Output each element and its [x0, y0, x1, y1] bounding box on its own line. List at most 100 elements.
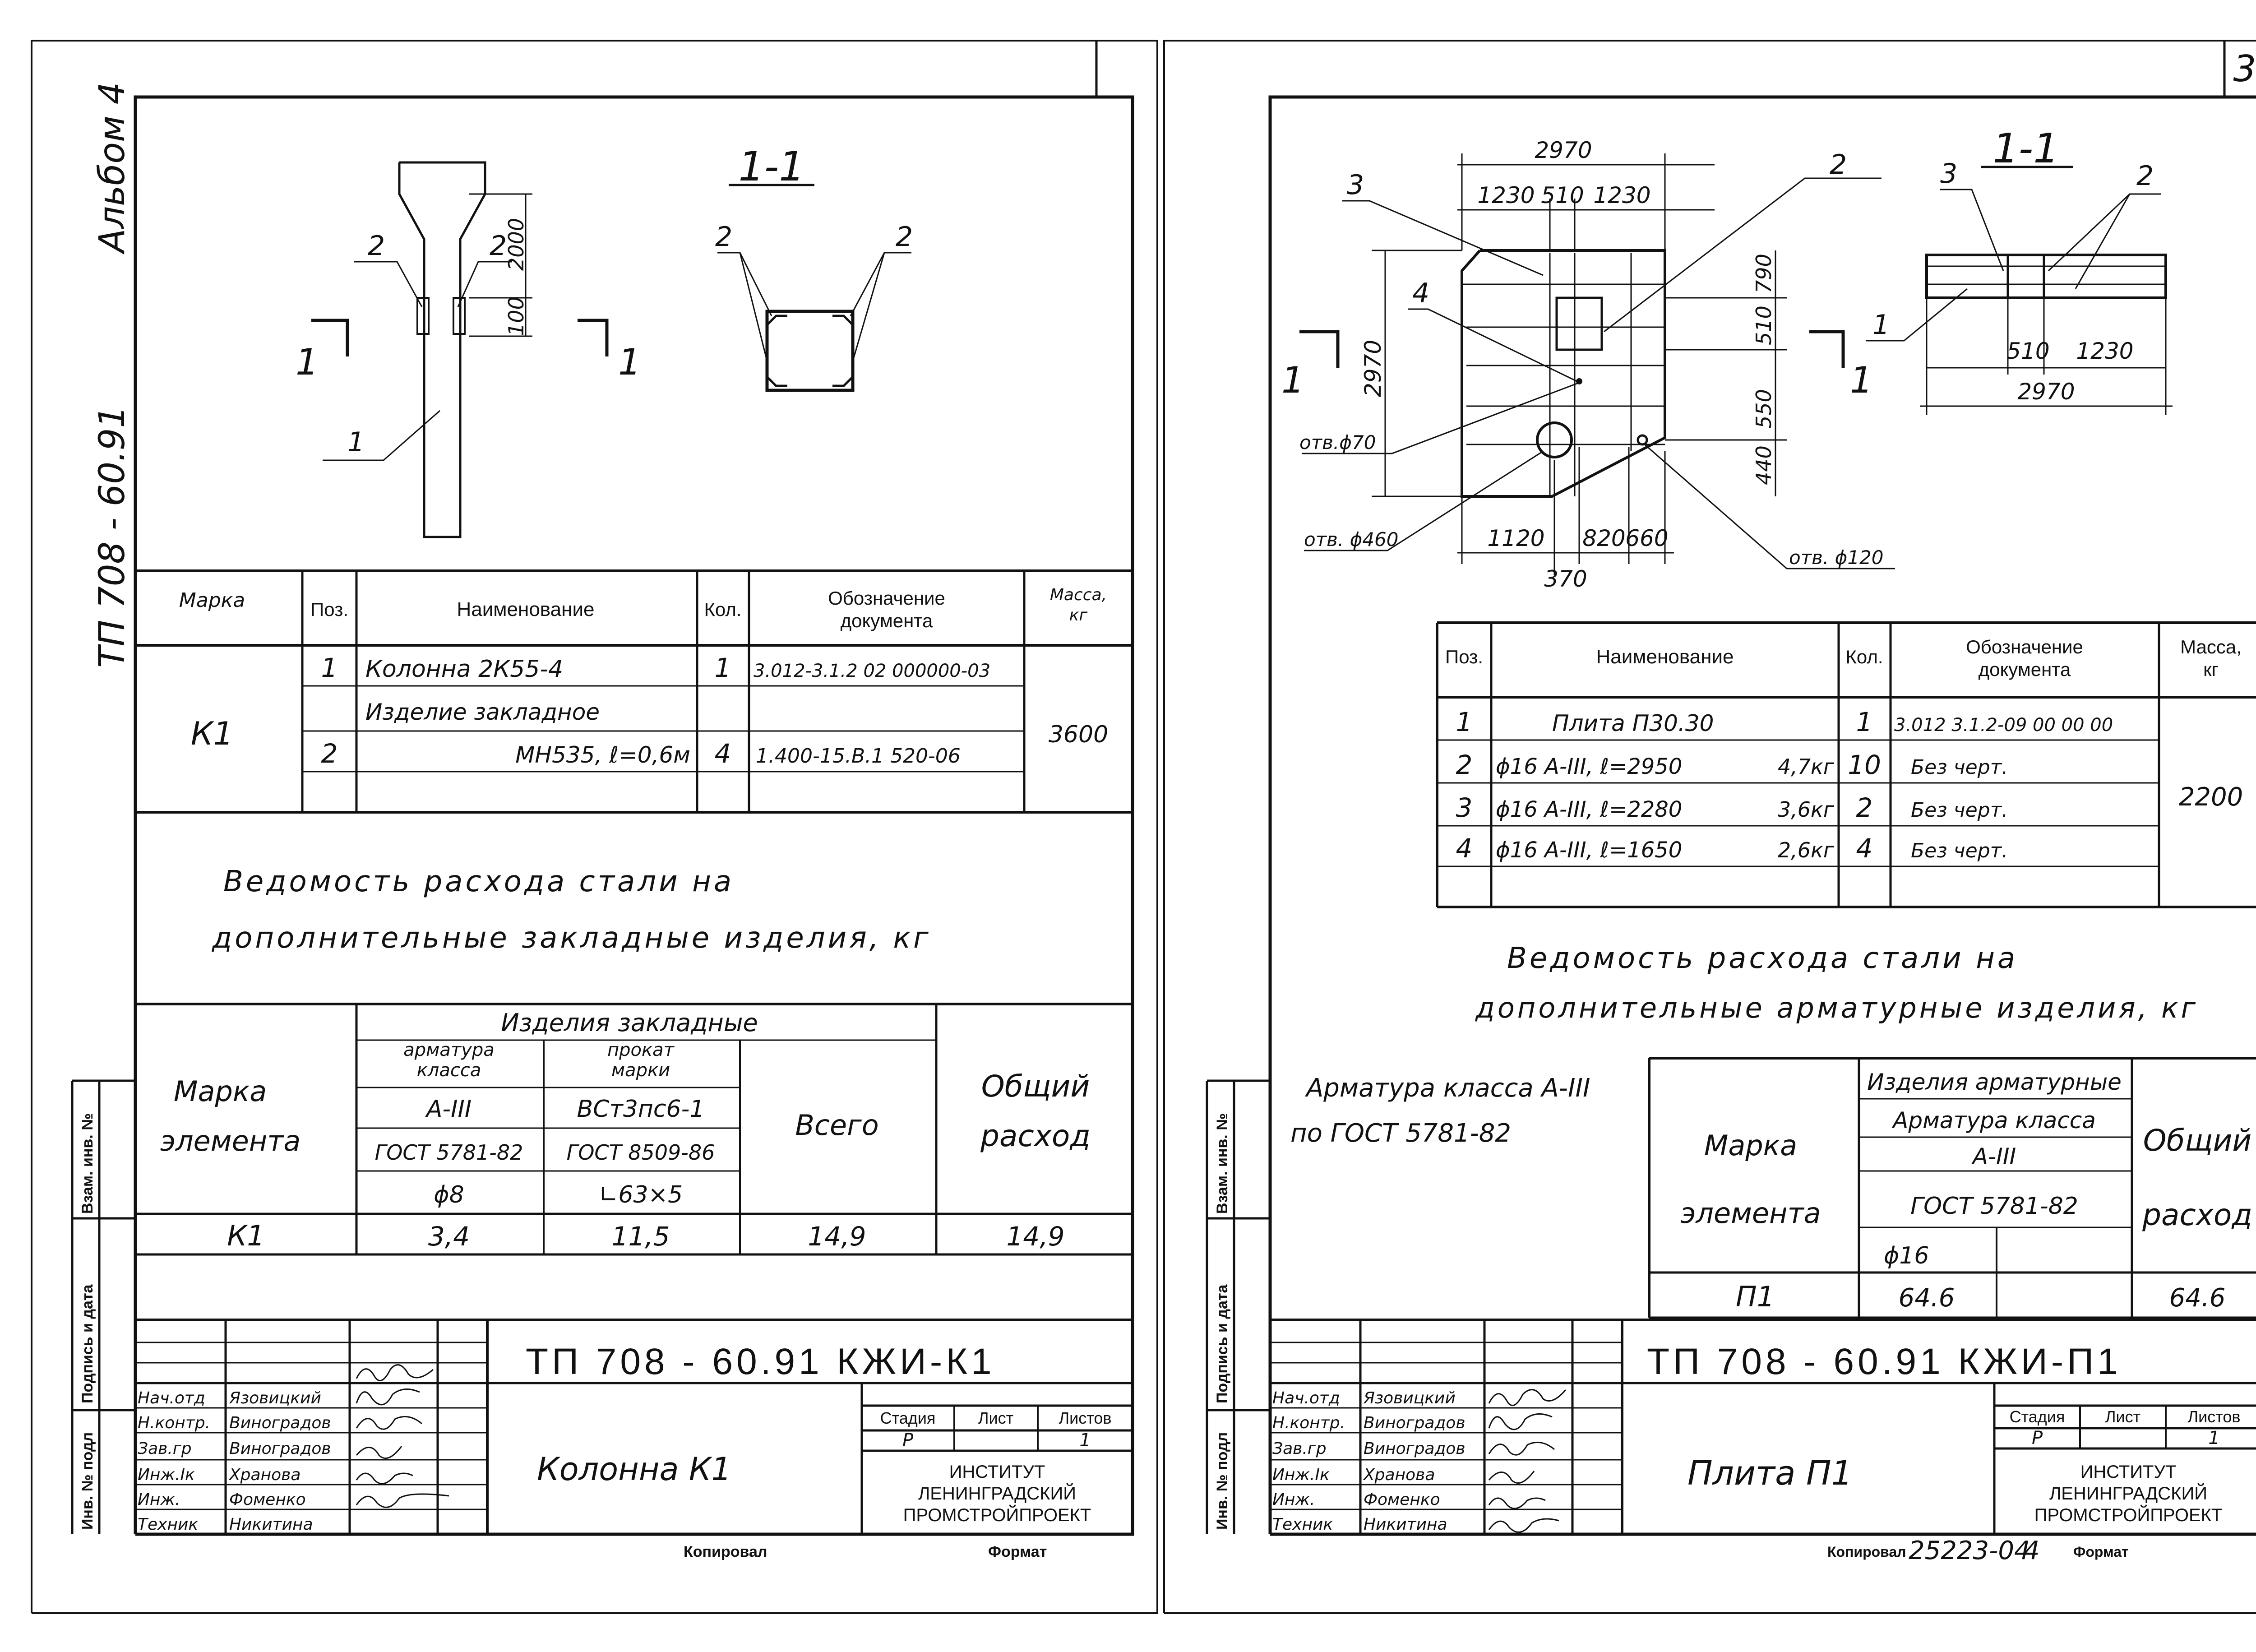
svg-text:510: 510: [1752, 305, 1776, 345]
signature: [1488, 1471, 1535, 1484]
svg-text:Зав.гр: Зав.гр: [1272, 1439, 1327, 1458]
svg-text:К1: К1: [227, 1219, 264, 1252]
svg-text:Виноградов: Виноградов: [1364, 1414, 1465, 1432]
slab-outline: [1461, 249, 1666, 498]
svg-text:2,6кг: 2,6кг: [1778, 838, 1835, 862]
svg-text:документа: документа: [1979, 659, 2071, 680]
signature: [356, 1493, 449, 1508]
svg-text:МН535, ℓ=0,6м: МН535, ℓ=0,6м: [515, 742, 690, 768]
svg-text:1120: 1120: [1487, 525, 1544, 551]
svg-text:расход: расход: [2142, 1198, 2252, 1232]
svg-text:Лист: Лист: [978, 1409, 1013, 1427]
hole-460: [1536, 421, 1573, 458]
svg-text:Листов: Листов: [2188, 1407, 2241, 1426]
header-doc-1: Обозначение: [828, 588, 945, 609]
header-marka: Марка: [179, 589, 245, 612]
svg-text:2970: 2970: [2017, 379, 2075, 405]
left-outer-border: [31, 40, 1158, 1614]
svg-text:3,4: 3,4: [428, 1221, 470, 1252]
right-margin-strip: Взам. инв. № Подпись и дата Инв. № подл: [1206, 1079, 1270, 1534]
svg-text:Масса,: Масса,: [2180, 636, 2242, 657]
position-label-2b: 2: [490, 230, 507, 262]
svg-text:ГОСТ 5781-82: ГОСТ 5781-82: [375, 1140, 523, 1165]
drawing-code-right: ТП 708 - 60.91 КЖИ-П1: [1647, 1341, 2122, 1382]
right-inner-frame: [1268, 95, 2256, 1536]
header-kol: Кол.: [704, 599, 741, 620]
svg-text:Копировал: Копировал: [1827, 1544, 1906, 1560]
svg-text:10: 10: [1848, 750, 1881, 780]
svg-text:Инж.Iк: Инж.Iк: [1272, 1466, 1330, 1484]
svg-text:ЛЕНИНГРАДСКИЙ: ЛЕНИНГРАДСКИЙ: [2049, 1483, 2207, 1504]
svg-text:Н.контр.: Н.контр.: [138, 1414, 210, 1432]
svg-text:ϕ16 А-III, ℓ=1650: ϕ16 А-III, ℓ=1650: [1496, 838, 1682, 863]
svg-text:Наименование: Наименование: [1596, 646, 1734, 668]
steel-h-common-1: Общий: [981, 1069, 1090, 1104]
column-drawing: 2000 100 2 2 1 1 1: [296, 161, 641, 538]
svg-text:1: 1: [1856, 707, 1873, 737]
header-name: Наименование: [457, 598, 594, 620]
drawing-code: ТП 708 - 60.91 КЖИ-К1: [526, 1341, 995, 1382]
section-pos-2b: 2: [896, 221, 913, 253]
svg-text:3: 3: [1456, 792, 1473, 823]
svg-text:64.6: 64.6: [1899, 1283, 1955, 1313]
opening: [1555, 296, 1603, 351]
svg-text:ВСт3пс6-1: ВСт3пс6-1: [577, 1096, 705, 1123]
right-sheet: 3 2970 1230 510 1230: [1163, 40, 2256, 1614]
svg-text:4: 4: [1456, 833, 1473, 864]
svg-text:1230: 1230: [2076, 338, 2133, 364]
steel-h-marka-1: Марка: [174, 1075, 267, 1108]
hole-460-label: отв. ϕ460: [1304, 528, 1399, 551]
svg-text:Изделие закладное: Изделие закладное: [365, 699, 600, 725]
steel-title-line-1: Ведомость расхода стали на: [223, 865, 734, 898]
signature: [356, 1472, 413, 1485]
svg-text:ϕ16: ϕ16: [1884, 1242, 1929, 1269]
svg-text:Язовицкий: Язовицкий: [229, 1389, 321, 1407]
svg-text:510: 510: [1541, 182, 1584, 208]
steel-h-marka-2: элемента: [160, 1124, 300, 1157]
svg-text:64.6: 64.6: [2169, 1283, 2226, 1313]
svg-text:ϕ8: ϕ8: [434, 1181, 464, 1208]
svg-text:Копировал: Копировал: [684, 1543, 767, 1560]
svg-text:Поз.: Поз.: [1445, 646, 1483, 667]
svg-text:ИНСТИТУТ: ИНСТИТУТ: [2080, 1462, 2177, 1482]
spec-mass: 3600: [1049, 721, 1108, 748]
header-mass-1: Масса,: [1050, 586, 1107, 604]
svg-text:Инж.Iк: Инж.Iк: [138, 1466, 195, 1484]
signature: [356, 1446, 402, 1459]
steel-h-group: Изделия закладные: [501, 1009, 758, 1037]
svg-text:Техник: Техник: [138, 1515, 198, 1534]
svg-text:Никитина: Никитина: [1364, 1515, 1447, 1534]
svg-text:660: 660: [1625, 525, 1668, 551]
drawing-name: Колонна К1: [537, 1451, 731, 1488]
svg-text:Подпись и дата: Подпись и дата: [79, 1284, 96, 1403]
plan-pos-3: 3: [1347, 169, 1364, 201]
right-outer-border: [1163, 40, 2256, 1614]
svg-text:2: 2: [1856, 792, 1873, 823]
svg-text:Общий: Общий: [2143, 1123, 2252, 1158]
svg-text:марки: марки: [611, 1060, 670, 1081]
steel-h-common-2: расход: [980, 1119, 1091, 1153]
note-line-2: по ГОСТ 5781-82: [1290, 1119, 1511, 1148]
signature: [1488, 1518, 1559, 1533]
svg-text:Нач.отд: Нач.отд: [138, 1389, 205, 1407]
position-label-1: 1: [347, 426, 365, 458]
svg-text:кг: кг: [2203, 659, 2219, 680]
svg-text:Р: Р: [902, 1430, 914, 1451]
page-number: 3: [2233, 48, 2256, 90]
spec-marka: К1: [191, 715, 233, 752]
section-outline: [765, 310, 855, 392]
left-margin-strip: Взам. инв. № Подпись и дата Инв. № подл: [71, 1079, 135, 1534]
svg-text:820: 820: [1582, 525, 1625, 551]
svg-text:Стадия: Стадия: [880, 1409, 936, 1427]
dim-100: 100: [504, 296, 528, 336]
svg-text:Формат: Формат: [2073, 1544, 2129, 1560]
svg-text:1: 1: [296, 341, 319, 383]
signature: [1488, 1389, 1567, 1407]
svg-text:Н.контр.: Н.контр.: [1272, 1414, 1345, 1432]
svg-text:А-III: А-III: [1971, 1143, 2016, 1170]
order-number: 25223-04: [1909, 1536, 2030, 1565]
dim-top-total: 2970: [1535, 137, 1592, 163]
svg-text:370: 370: [1544, 566, 1587, 592]
svg-text:790: 790: [1752, 254, 1776, 293]
